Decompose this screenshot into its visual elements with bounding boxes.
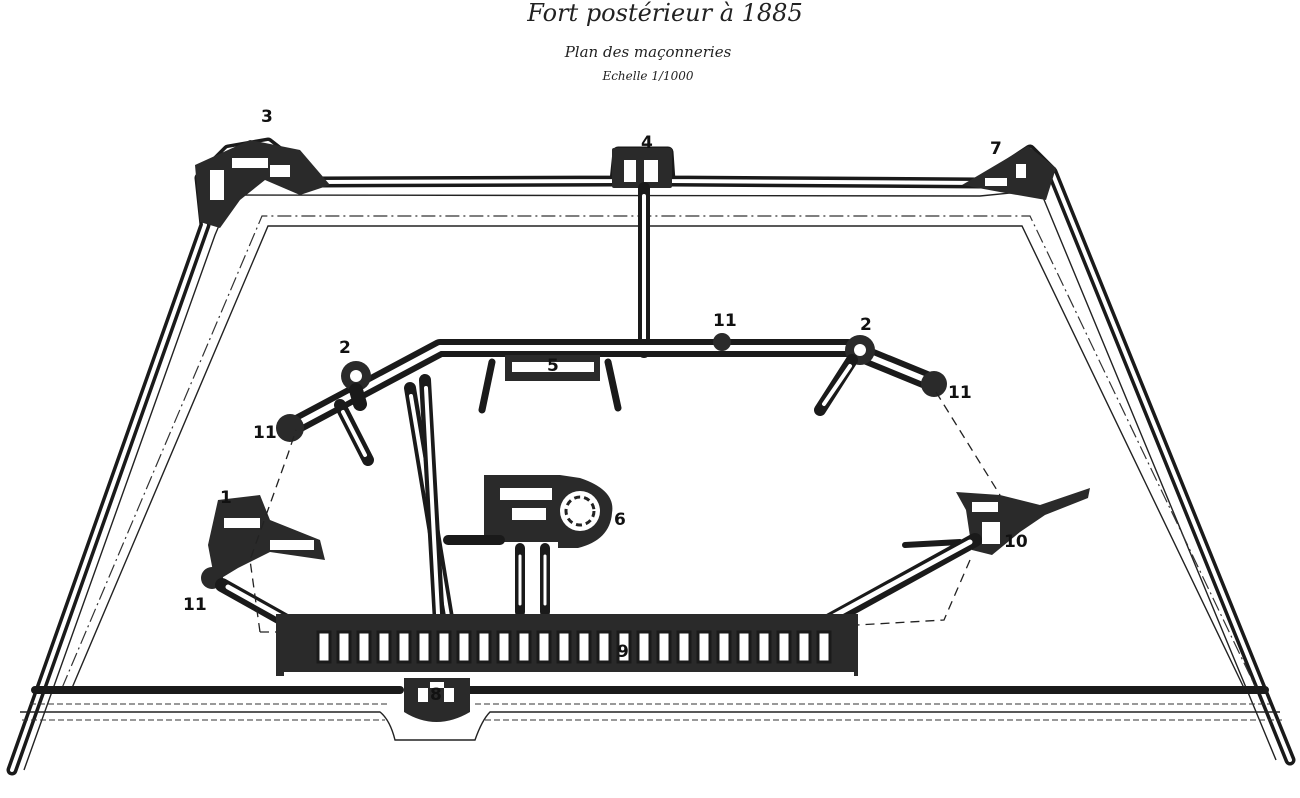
barracks-cell: [556, 630, 572, 664]
magazine-6: [443, 475, 613, 617]
barracks-cells: [316, 630, 832, 664]
barracks-cell: [756, 630, 772, 664]
label-11-left-upper: 11: [253, 423, 277, 443]
diagram-title: Fort postérieur à 1885: [526, 0, 802, 27]
barracks-cell: [536, 630, 552, 664]
barracks-cell: [376, 630, 392, 664]
label-2-right: 2: [860, 315, 872, 335]
diagram-subtitle: Plan des maçonneries: [564, 43, 732, 61]
barracks-cell: [776, 630, 792, 664]
flank-right: [814, 335, 947, 416]
barracks-9: [276, 614, 858, 678]
barracks-cell: [636, 630, 652, 664]
label-4: 4: [641, 133, 653, 153]
gallery-left: [404, 374, 456, 646]
barracks-cell: [676, 630, 692, 664]
label-11-top: 11: [713, 311, 737, 331]
barracks-cell: [736, 630, 752, 664]
interior-outline: [249, 391, 1001, 633]
caponier-3: [195, 140, 330, 228]
barracks-cell: [796, 630, 812, 664]
diagram-scale: Echelle 1/1000: [601, 69, 693, 83]
barracks-cell: [336, 630, 352, 664]
label-1: 1: [220, 488, 232, 508]
barracks-cell: [596, 630, 612, 664]
label-11-left-lower: 11: [183, 595, 207, 615]
barracks-cell: [576, 630, 592, 664]
covered-way-line: [61, 215, 1257, 689]
barracks-cell: [496, 630, 512, 664]
caponier-7: [962, 146, 1056, 200]
label-3: 3: [261, 107, 273, 127]
caponier-4: [612, 148, 672, 358]
barracks-cell: [396, 630, 412, 664]
label-9: 9: [617, 642, 629, 662]
flank-left: [276, 361, 374, 466]
label-5: 5: [547, 356, 559, 376]
label-2-left: 2: [339, 338, 351, 358]
barracks-cell: [816, 630, 832, 664]
labels: 1 2 2 3 4 5 6 7 8 9 10 11 11 11 11: [183, 107, 1028, 705]
barracks-cell: [436, 630, 452, 664]
barracks-cell: [456, 630, 472, 664]
barracks-cell: [516, 630, 532, 664]
label-6: 6: [614, 510, 626, 530]
barracks-cell: [416, 630, 432, 664]
label-10: 10: [1004, 532, 1028, 552]
salient-10: [823, 488, 1090, 627]
barracks-cell: [316, 630, 332, 664]
barracks-cell: [656, 630, 672, 664]
label-7: 7: [990, 139, 1002, 159]
gorge-caponier-8: [404, 678, 470, 722]
label-8: 8: [430, 685, 442, 705]
barracks-cell: [716, 630, 732, 664]
barracks-cell: [616, 630, 632, 664]
barracks-cell: [356, 630, 372, 664]
barracks-cell: [696, 630, 712, 664]
label-11-right: 11: [948, 383, 972, 403]
gorge-ditch: [20, 686, 1282, 741]
barracks-cell: [476, 630, 492, 664]
